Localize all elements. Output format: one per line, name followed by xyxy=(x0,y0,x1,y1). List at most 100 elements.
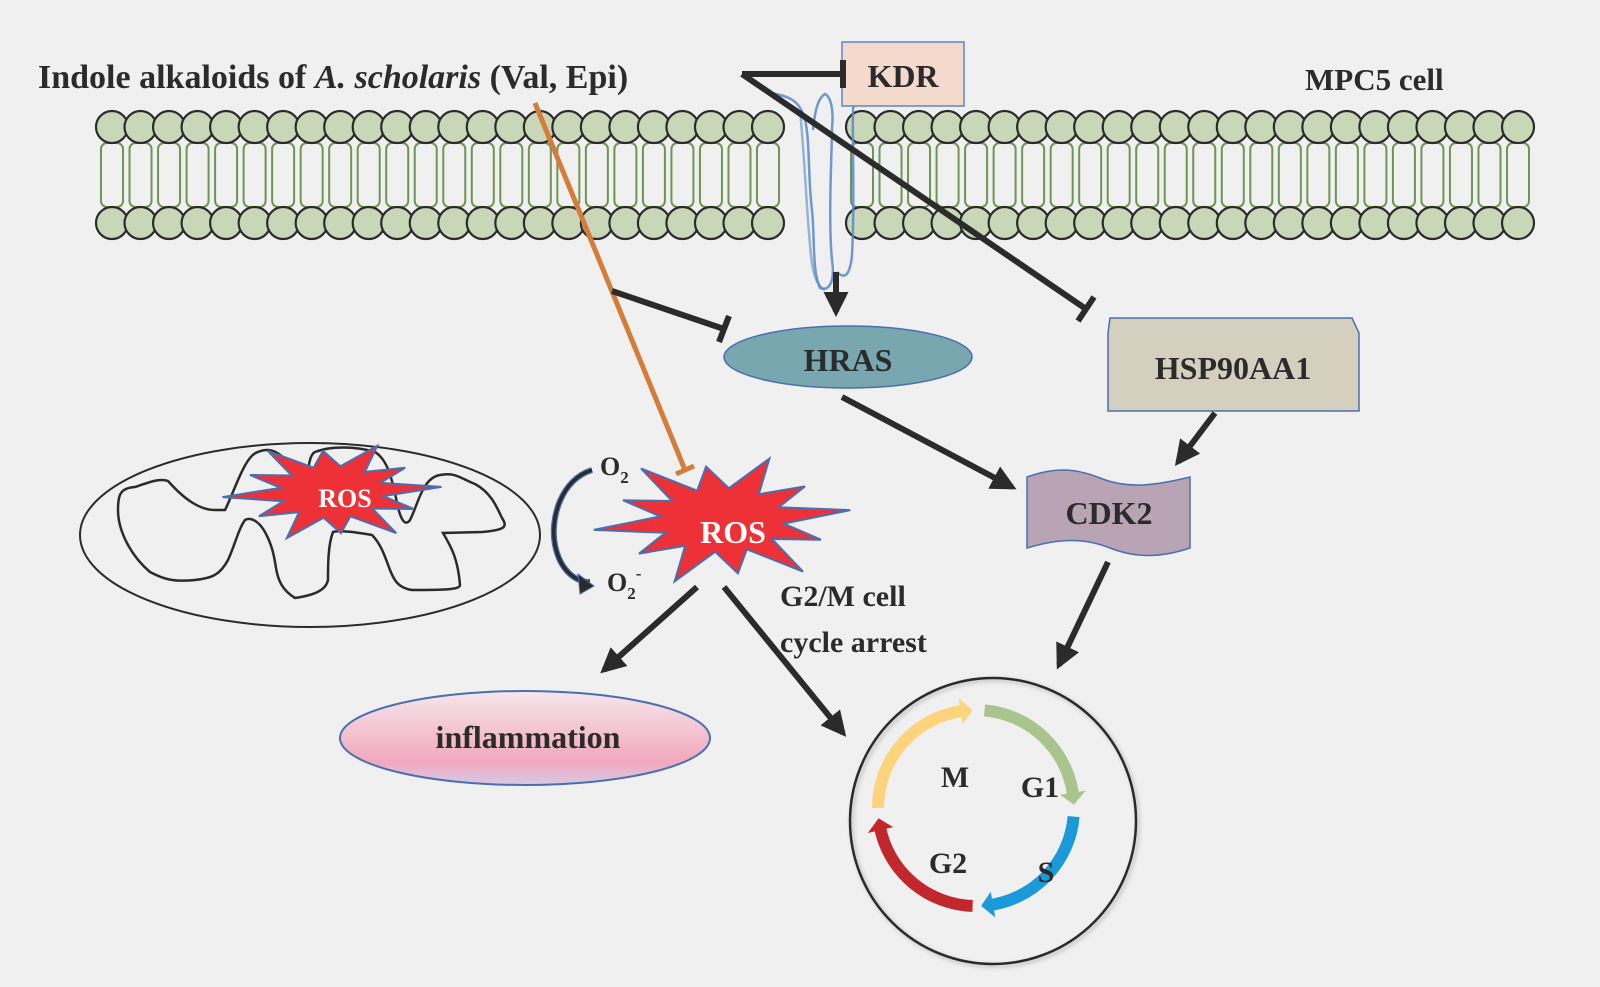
lipid-head xyxy=(494,205,529,241)
lipid-head xyxy=(208,109,244,145)
lipid-head xyxy=(1272,109,1307,145)
kdr-node[interactable]: KDR xyxy=(841,41,965,107)
hsp90aa1-label: HSP90AA1 xyxy=(1155,350,1311,386)
lipid-tail xyxy=(935,142,960,208)
hras-node[interactable]: HRAS xyxy=(723,325,973,389)
lipid-head xyxy=(1044,109,1079,145)
lipid-head xyxy=(180,205,215,241)
lipid-head xyxy=(1415,205,1450,241)
title-prefix: Indole alkaloids of xyxy=(38,59,315,96)
lipid-head xyxy=(437,109,472,145)
lipid-head xyxy=(1415,109,1450,145)
arrest-label-line2: cycle arrest xyxy=(780,626,927,659)
lipid-head xyxy=(1073,205,1108,241)
inhibit-edge-kdr xyxy=(742,60,846,88)
cdk2-node[interactable]: CDK2 xyxy=(1026,469,1191,557)
lipid-tail xyxy=(584,142,609,208)
ros-node[interactable]: ROS xyxy=(593,456,851,584)
lipid-head xyxy=(294,109,329,145)
lipid-tail xyxy=(964,142,989,208)
lipid-head xyxy=(1158,109,1193,145)
lipid-head xyxy=(722,109,757,145)
hsp90aa1-node[interactable]: HSP90AA1 xyxy=(1107,317,1360,412)
phase-arc-g2 xyxy=(873,825,973,912)
lipid-tail xyxy=(385,142,410,208)
lipid-tail xyxy=(100,142,124,208)
phase-arc-m xyxy=(872,704,965,809)
inflammation-label: inflammation xyxy=(436,719,621,755)
lipid-head xyxy=(1443,205,1479,241)
phase-label-g1: G1 xyxy=(1021,771,1059,804)
lipid-head xyxy=(1272,205,1307,241)
lipid-tail xyxy=(992,142,1017,208)
arrow-hras-to-cdk2 xyxy=(840,394,1017,490)
cell-cycle[interactable]: M G1 S G2 xyxy=(848,676,1138,966)
lipid-head xyxy=(1215,205,1250,241)
title-suffix: (Val, Epi) xyxy=(481,59,628,96)
lipid-head xyxy=(1016,109,1051,145)
lipid-tail xyxy=(1363,142,1388,208)
cdk2-label: CDK2 xyxy=(1065,495,1152,531)
arrow-hsp90aa1-to-cdk2 xyxy=(1174,411,1218,467)
lipid-tail xyxy=(413,142,438,208)
lipid-tail xyxy=(1106,142,1131,208)
lipid-head xyxy=(237,109,272,145)
phase-arc-g1 xyxy=(983,704,1080,797)
lipid-head xyxy=(1443,109,1479,145)
lipid-head xyxy=(380,205,415,241)
phase-label-g2: G2 xyxy=(929,847,967,880)
phase-arc-s xyxy=(988,815,1080,911)
lipid-head xyxy=(294,205,329,241)
lipid-head xyxy=(408,109,443,145)
lipid-head xyxy=(987,109,1022,145)
lipid-head xyxy=(1500,109,1536,145)
lipid-tail xyxy=(1448,142,1473,208)
o2-label: O2 xyxy=(600,452,629,487)
lipid-head xyxy=(901,109,937,145)
lipid-tail xyxy=(613,142,638,208)
lipid-head xyxy=(1301,109,1336,145)
lipid-head xyxy=(151,109,187,145)
lipid-tail xyxy=(1277,142,1302,208)
arrow-cdk2-to-cell-cycle xyxy=(1056,560,1111,670)
compound-title: Indole alkaloids of A. scholaris (Val, E… xyxy=(38,59,628,96)
lipid-head xyxy=(608,109,643,145)
superoxide-label: O2- xyxy=(607,564,642,603)
lipid-tail xyxy=(727,142,752,208)
lipid-tail xyxy=(1334,142,1359,208)
lipid-head xyxy=(437,205,472,241)
lipid-head xyxy=(266,109,301,145)
lipid-head xyxy=(1500,205,1536,241)
lipid-tail xyxy=(157,142,182,208)
phase-label-s: S xyxy=(1038,856,1055,889)
lipid-head xyxy=(844,109,880,145)
lipid-head xyxy=(930,109,965,145)
inflammation-node[interactable]: inflammation xyxy=(339,690,711,786)
lipid-tail xyxy=(756,142,780,208)
lipid-tail xyxy=(1163,142,1188,208)
lipid-head xyxy=(351,205,386,241)
lipid-head xyxy=(180,109,215,145)
lipid-head xyxy=(551,109,586,145)
ros-label: ROS xyxy=(700,514,766,550)
lipid-head xyxy=(1329,205,1364,241)
lipid-head xyxy=(579,109,614,145)
lipid-head xyxy=(151,205,187,241)
lipid-head xyxy=(665,205,700,241)
lipid-head xyxy=(1472,205,1507,241)
lipid-tail xyxy=(214,142,239,208)
lipid-tail xyxy=(1078,142,1103,208)
lipid-head xyxy=(1215,109,1250,145)
lipid-head xyxy=(351,109,386,145)
lipid-head xyxy=(901,205,937,241)
arrest-label-line1: G2/M cell xyxy=(780,580,906,613)
inhibit-edge-hsp90aa1 xyxy=(740,71,1097,323)
lipid-head xyxy=(958,109,994,145)
phase-arc-m-head xyxy=(958,698,973,725)
lipid-tail xyxy=(271,142,296,208)
lipid-head xyxy=(1386,205,1422,241)
lipid-head xyxy=(608,205,643,241)
lipid-tail xyxy=(1021,142,1046,208)
lipid-head xyxy=(750,109,786,145)
